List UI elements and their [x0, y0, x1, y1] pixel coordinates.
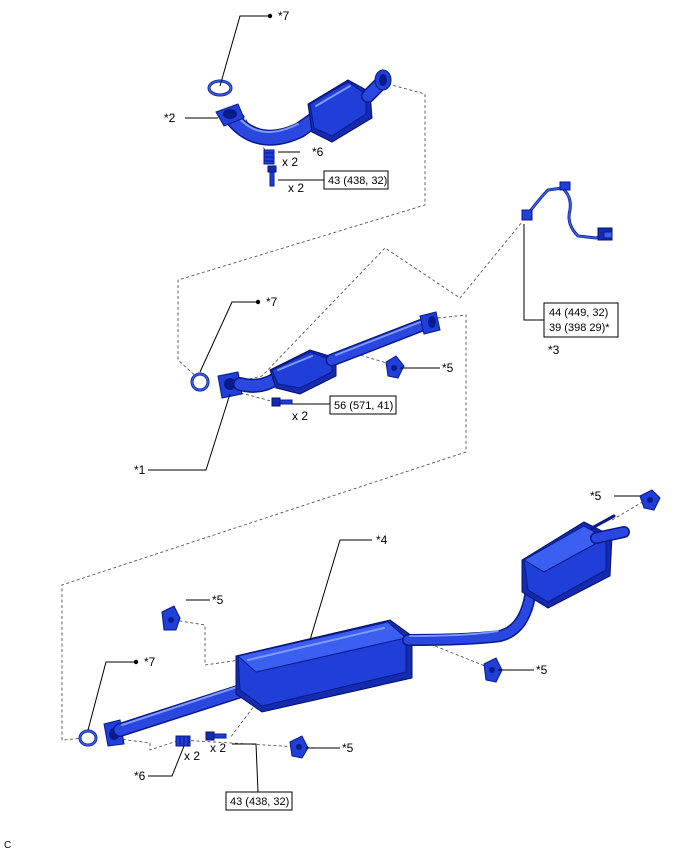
callout-labels: *7 *2 *6 x 2 x 2 *7 *3 *5 x 2 *1 *5 *4 *…: [4, 9, 602, 851]
callout-5: *5: [536, 663, 548, 677]
callout-6: *6: [134, 769, 146, 783]
callout-2: *2: [164, 111, 176, 125]
torque-text: 39 (398 29)*: [549, 322, 610, 334]
quantity-label: x 2: [288, 181, 304, 195]
hanger-bottom: [289, 735, 309, 759]
front-pipe-catalyst: [190, 311, 441, 407]
torque-text: 43 (438, 32): [328, 175, 387, 187]
callout-5: *5: [342, 741, 354, 755]
center-exhaust-pipe: [78, 489, 661, 759]
torque-spec-bottom: 43 (438, 32): [225, 791, 293, 811]
oxygen-sensor: [521, 181, 613, 241]
callout-7: *7: [278, 9, 290, 23]
quantity-label: x 2: [282, 155, 298, 169]
torque-text: 43 (438, 32): [230, 796, 289, 808]
callout-7: *7: [266, 295, 278, 309]
callout-6: *6: [312, 145, 324, 159]
callout-5: *5: [212, 593, 224, 607]
callout-3: *3: [548, 343, 560, 357]
callout-5: *5: [442, 361, 454, 375]
hanger-middle: [385, 355, 405, 379]
leader-lines: [87, 13, 640, 793]
torque-text: 56 (571, 41): [334, 400, 393, 412]
quantity-label: x 2: [292, 409, 308, 423]
front-exhaust-pipe: [207, 69, 392, 187]
callout-4: *4: [376, 533, 388, 547]
torque-spec-sensor: 44 (449, 32) 39 (398 29)*: [543, 302, 619, 338]
quantity-label: x 2: [210, 741, 226, 755]
spring-bottom: [175, 735, 191, 747]
hanger-rear-top: [639, 489, 661, 511]
hanger-right: [483, 657, 503, 683]
callout-7: *7: [144, 655, 156, 669]
callout-5: *5: [590, 489, 602, 503]
torque-spec-top: 43 (438, 32): [323, 170, 389, 190]
torque-spec-middle: 56 (571, 41): [329, 395, 397, 415]
callout-1: *1: [134, 463, 146, 477]
bolt-middle: [271, 397, 293, 407]
hanger-left: [161, 605, 181, 631]
torque-text: 44 (449, 32): [549, 307, 608, 319]
spring-top: [263, 149, 275, 165]
bolt-top: [267, 165, 277, 187]
quantity-label: x 2: [184, 749, 200, 763]
corner-mark: C: [4, 840, 11, 851]
bolt-bottom: [205, 731, 227, 741]
